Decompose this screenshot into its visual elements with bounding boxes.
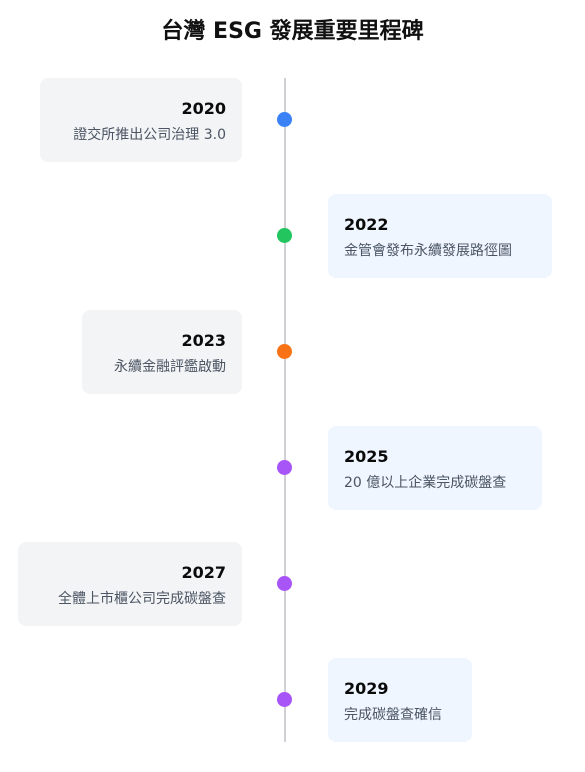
milestone-year: 2027	[181, 563, 226, 582]
milestone-card-2027: 2027 全體上市櫃公司完成碳盤查	[18, 542, 242, 626]
milestone-description: 證交所推出公司治理 3.0	[73, 127, 226, 143]
milestone-dot-2027	[277, 576, 292, 591]
milestone-card-2020: 2020 證交所推出公司治理 3.0	[40, 78, 242, 162]
milestone-year: 2020	[181, 99, 226, 118]
milestone-dot-2023	[277, 344, 292, 359]
milestone-year: 2029	[344, 679, 389, 698]
milestone-description: 永續金融評鑑啟動	[114, 359, 226, 375]
milestone-description: 全體上市櫃公司完成碳盤查	[58, 591, 226, 607]
milestone-year: 2025	[344, 447, 389, 466]
milestone-year: 2022	[344, 215, 389, 234]
milestone-dot-2025	[277, 460, 292, 475]
page-title: 台灣 ESG 發展重要里程碑	[161, 19, 424, 44]
milestone-card-2029: 2029 完成碳盤查確信	[328, 658, 472, 742]
milestone-card-2025: 2025 20 億以上企業完成碳盤查	[328, 426, 542, 510]
timeline-axis	[284, 78, 286, 742]
milestone-card-2023: 2023 永續金融評鑑啟動	[82, 310, 242, 394]
milestone-dot-2029	[277, 692, 292, 707]
milestone-dot-2020	[277, 112, 292, 127]
milestone-dot-2022	[277, 228, 292, 243]
milestone-description: 20 億以上企業完成碳盤查	[344, 475, 507, 491]
milestone-description: 完成碳盤查確信	[344, 707, 442, 723]
milestone-description: 金管會發布永續發展路徑圖	[344, 243, 512, 259]
milestone-year: 2023	[181, 331, 226, 350]
milestone-card-2022: 2022 金管會發布永續發展路徑圖	[328, 194, 552, 278]
